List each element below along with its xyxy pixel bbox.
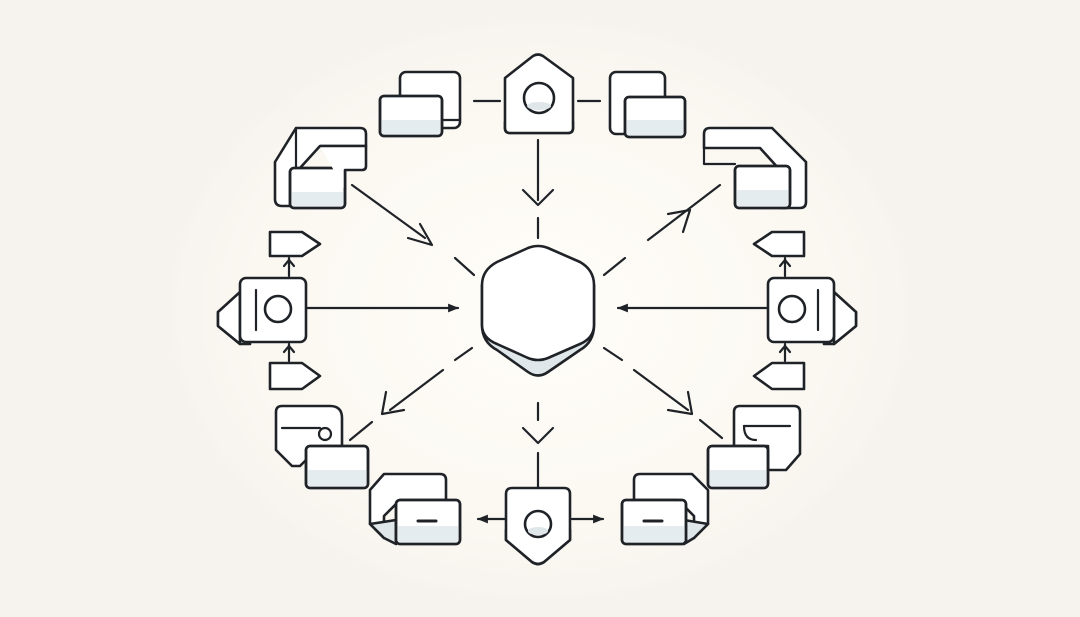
bottom-center-node[interactable] [504, 486, 572, 566]
top-right-block[interactable] [608, 70, 687, 139]
bottom-right-block[interactable] [620, 472, 710, 546]
connector-upper-left [350, 183, 476, 277]
left-lower-arrow-tag [268, 342, 322, 391]
lower-left-block[interactable] [274, 404, 370, 490]
upper-right-block[interactable] [702, 126, 808, 210]
right-upper-arrow-tag [752, 230, 806, 278]
central-hub[interactable] [480, 244, 596, 377]
pentagon-circle-icon [522, 81, 556, 115]
connector-bottom [521, 401, 555, 490]
top-center-node[interactable] [503, 53, 575, 135]
left-node[interactable] [216, 276, 308, 346]
shield-circle-icon [523, 509, 553, 539]
connector-lower-right [602, 346, 724, 440]
connector-lower-left [348, 346, 474, 442]
connector-top [521, 138, 555, 240]
circle-tag-icon [777, 294, 807, 324]
bottom-left-block[interactable] [368, 472, 462, 546]
connector-upper-right [602, 183, 722, 277]
right-node[interactable] [766, 276, 858, 346]
lower-right-block[interactable] [706, 404, 802, 490]
left-upper-arrow-tag [268, 230, 322, 278]
top-left-block[interactable] [378, 70, 462, 138]
right-lower-arrow-tag [752, 342, 806, 391]
upper-left-block[interactable] [273, 126, 368, 210]
circle-tag-icon [263, 294, 293, 324]
